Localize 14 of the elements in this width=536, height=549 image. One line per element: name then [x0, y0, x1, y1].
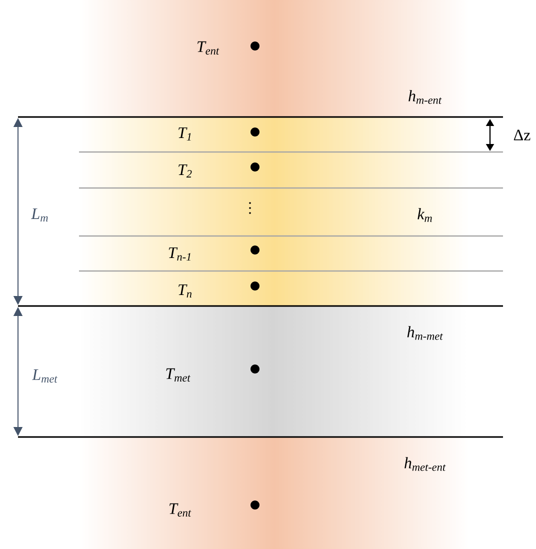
length-label: L$_{met}$	[32, 369, 58, 383]
coefficient-label: h$_{m-met}$	[407, 326, 443, 340]
temperature-label: T$_{1}$	[178, 127, 191, 141]
temperature-label: T$_{ent}$	[198, 41, 220, 55]
conductivity-label: k$_{m}$	[418, 208, 432, 222]
temperature-label: T$_{ent}$	[170, 503, 192, 517]
temperature-label: T$_{n}$	[178, 284, 192, 298]
coefficient-label: h$_{met-ent}$	[404, 457, 446, 471]
temperature-label: T$_{n-1}$	[168, 247, 190, 261]
length-label: L$_{m}$	[31, 208, 48, 222]
temperature-label: T$_{2}$	[178, 164, 192, 178]
coefficient-label: h$_{m-ent}$	[408, 90, 442, 104]
temperature-label: T$_{met}$	[166, 368, 191, 382]
thickness-label: Δz	[514, 130, 530, 140]
